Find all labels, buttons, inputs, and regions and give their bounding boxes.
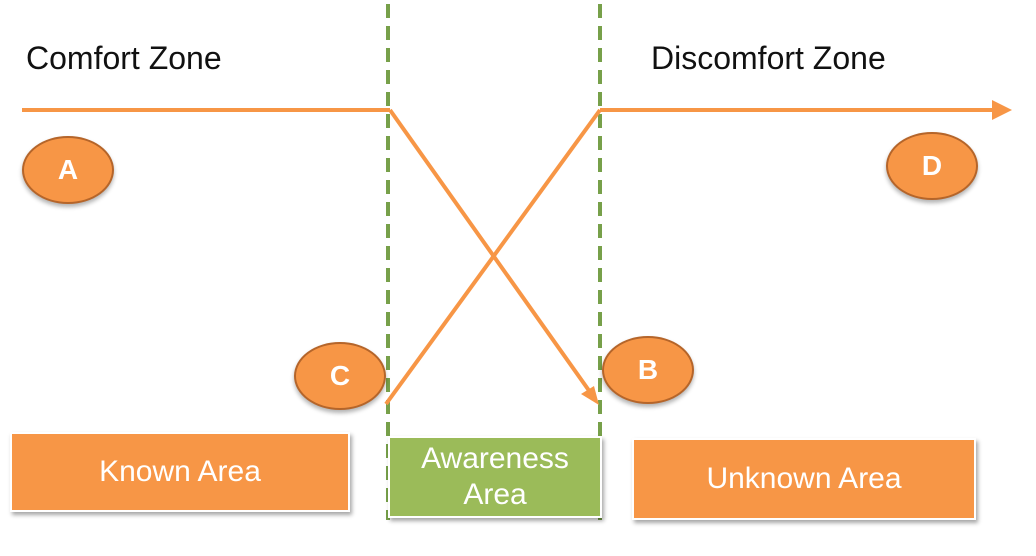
discomfort-zone-title: Discomfort Zone — [651, 40, 886, 76]
marker-a: A — [22, 136, 114, 204]
path-to-b-line — [388, 108, 592, 394]
path-to-b-arrowhead — [581, 386, 599, 405]
discomfort-zone-arrowhead — [992, 100, 1012, 120]
comfort-zone-title: Comfort Zone — [26, 40, 222, 76]
known-area-box: Known Area — [10, 432, 350, 512]
path-from-c-line — [384, 108, 602, 406]
marker-b: B — [602, 336, 694, 404]
marker-c: C — [294, 342, 386, 410]
awareness-area-box: Awareness Area — [388, 436, 602, 518]
marker-d: D — [886, 132, 978, 200]
unknown-area-box: Unknown Area — [632, 438, 976, 520]
